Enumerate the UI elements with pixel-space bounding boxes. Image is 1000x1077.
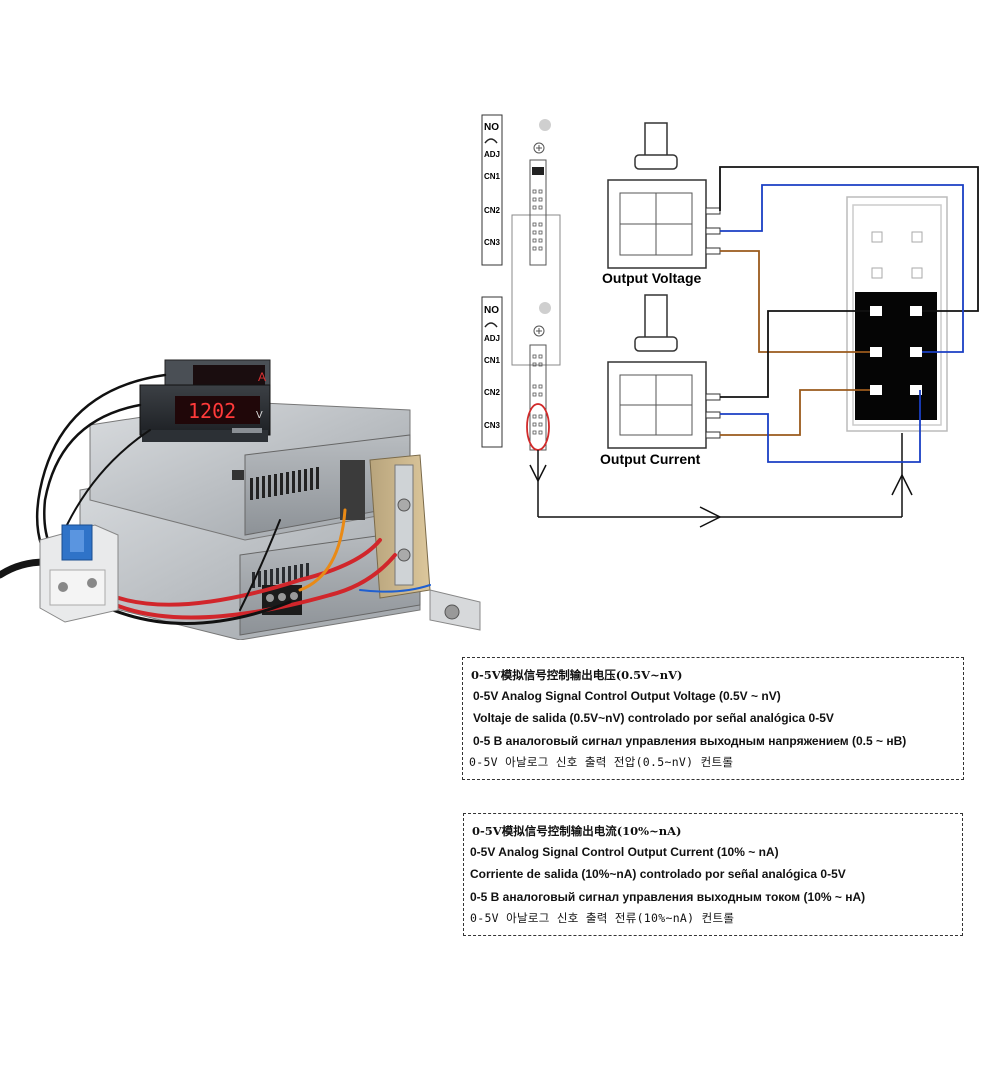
signal-path-arrow (529, 433, 913, 528)
current-info-zh: 0-5V模拟信号控制输出电流(10%~nA) (472, 824, 682, 838)
voltage-info-en: 0-5V Analog Signal Control Output Voltag… (473, 689, 781, 703)
wiring-diagram: NO ADJ CN1 CN2 CN3 NO ADJ CN1 CN2 CN3 (481, 114, 979, 528)
potentiometer-current: Output Current (600, 294, 721, 467)
board-top-cn1-label: CN1 (484, 172, 501, 181)
shunt-bars (369, 454, 481, 631)
board-top-adj-label: ADJ (484, 150, 500, 159)
voltage-control-info-box: 0-5V模拟信号控制输出电压(0.5V~nV) 0-5V Analog Sign… (462, 657, 964, 780)
board-top-cn3-label: CN3 (484, 238, 501, 247)
voltage-info-es: Voltaje de salida (0.5V~nV) controlado p… (473, 711, 834, 725)
current-info-en: 0-5V Analog Signal Control Output Curren… (470, 845, 779, 859)
board-top-no-label: NO (484, 122, 499, 133)
voltmeter-display: 1202 (188, 399, 236, 423)
power-supply-upper (89, 401, 411, 541)
current-info-es: Corriente de salida (10%~nA) controlado … (470, 867, 846, 881)
board-top-label-strip: NO ADJ CN1 CN2 CN3 (481, 114, 503, 266)
output-voltage-label: Output Voltage (602, 270, 701, 286)
board-bottom-cn2-label: CN2 (484, 388, 501, 397)
voltage-info-ko: 0-5V 아날로그 신호 출력 전압(0.5~nV) 컨트롤 (469, 755, 734, 769)
board-bottom-adj-arrow-icon (484, 322, 498, 328)
board-bottom-no-label: NO (484, 305, 499, 316)
current-control-info-box: 0-5V模拟信号控制输出电流(10%~nA) 0-5V Analog Signa… (463, 813, 963, 936)
connector-board-top (511, 119, 561, 366)
board-top-adj-arrow-icon (484, 138, 498, 144)
output-current-label: Output Current (600, 451, 701, 467)
voltmeter-unit: V (256, 410, 263, 421)
voltage-info-zh: 0-5V模拟信号控制输出电压(0.5V~nV) (471, 668, 683, 682)
current-info-ko: 0-5V 아날로그 신호 출력 전류(10%~nA) 컨트롤 (470, 911, 735, 925)
board-bottom-cn1-label: CN1 (484, 356, 501, 365)
voltage-info-ru: 0-5 В аналоговый сигнал управления выход… (473, 734, 907, 748)
voltmeter-panel: 1202 V (139, 384, 271, 442)
ammeter-unit: A (258, 370, 266, 384)
board-bottom-label-strip: NO ADJ CN1 CN2 CN3 (481, 296, 503, 448)
current-info-ru: 0-5 В аналоговый сигнал управления выход… (470, 890, 866, 904)
wires (719, 166, 979, 463)
circuit-breaker (39, 524, 119, 623)
board-top-cn2-label: CN2 (484, 206, 501, 215)
terminal-connector (846, 196, 948, 432)
product-photo: A 1202 V (0, 359, 481, 640)
board-bottom-cn3-label: CN3 (484, 421, 501, 430)
connector-board-bottom (526, 302, 551, 451)
board-bottom-adj-label: ADJ (484, 334, 500, 343)
potentiometer-voltage: Output Voltage (602, 122, 721, 286)
